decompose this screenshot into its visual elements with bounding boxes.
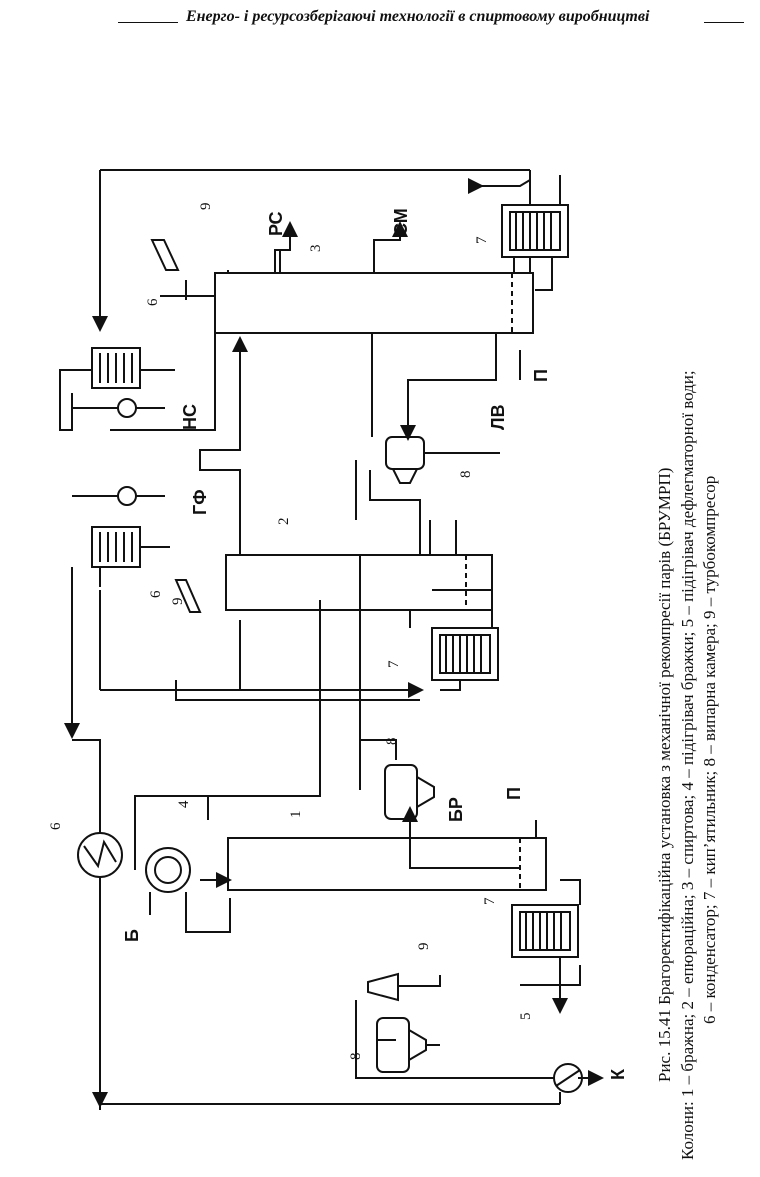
num-7c: 7 xyxy=(474,236,490,244)
running-header: Енерго- і ресурсозберігаючі технології в… xyxy=(186,8,650,25)
condenser-6-middle xyxy=(91,526,141,568)
label-sm: СМ xyxy=(391,208,411,236)
label-br: БР xyxy=(446,797,466,822)
reboiler-7-middle xyxy=(431,627,499,681)
column-1 xyxy=(227,837,547,891)
reboiler-7-top xyxy=(501,204,569,258)
label-p1: П xyxy=(504,787,524,800)
num-9a: 9 xyxy=(416,943,432,951)
num-8c: 8 xyxy=(458,471,474,479)
num-7a: 7 xyxy=(482,897,498,905)
num-4: 4 xyxy=(176,800,192,808)
num-3: 3 xyxy=(308,245,324,253)
condenser-6-top xyxy=(91,347,141,389)
label-rs: РС xyxy=(266,211,286,236)
num-1: 1 xyxy=(288,811,304,819)
evaporator-8-middle xyxy=(384,764,435,820)
num-8a: 8 xyxy=(348,1053,364,1061)
label-ns: НС xyxy=(180,404,200,430)
header-rule-right xyxy=(704,22,744,23)
num-2: 2 xyxy=(276,518,292,526)
column-3 xyxy=(214,272,534,334)
num-8b: 8 xyxy=(384,738,400,746)
num-9c: 9 xyxy=(198,203,214,211)
num-5: 5 xyxy=(518,1013,534,1021)
num-7b: 7 xyxy=(386,660,402,668)
header-rule-left xyxy=(118,22,178,23)
label-lv: ЛВ xyxy=(488,404,508,430)
heater-4 xyxy=(145,847,191,893)
label-b: Б xyxy=(122,929,142,942)
evaporator-8-bottom xyxy=(376,1017,427,1073)
num-6a: 6 xyxy=(48,822,64,830)
num-6b: 6 xyxy=(148,590,164,598)
label-gf: ГФ xyxy=(190,489,210,515)
label-p2: П xyxy=(531,369,551,382)
reboiler-7-bottom xyxy=(511,904,579,958)
num-6c: 6 xyxy=(145,298,161,306)
turbocompressor-9-bottom xyxy=(367,972,399,1002)
label-k: К xyxy=(608,1068,628,1080)
turbocompressor-9-top xyxy=(150,239,180,271)
evaporator-8-top xyxy=(385,436,425,484)
num-9b: 9 xyxy=(170,598,186,606)
turbocompressor-9-middle xyxy=(174,579,202,613)
